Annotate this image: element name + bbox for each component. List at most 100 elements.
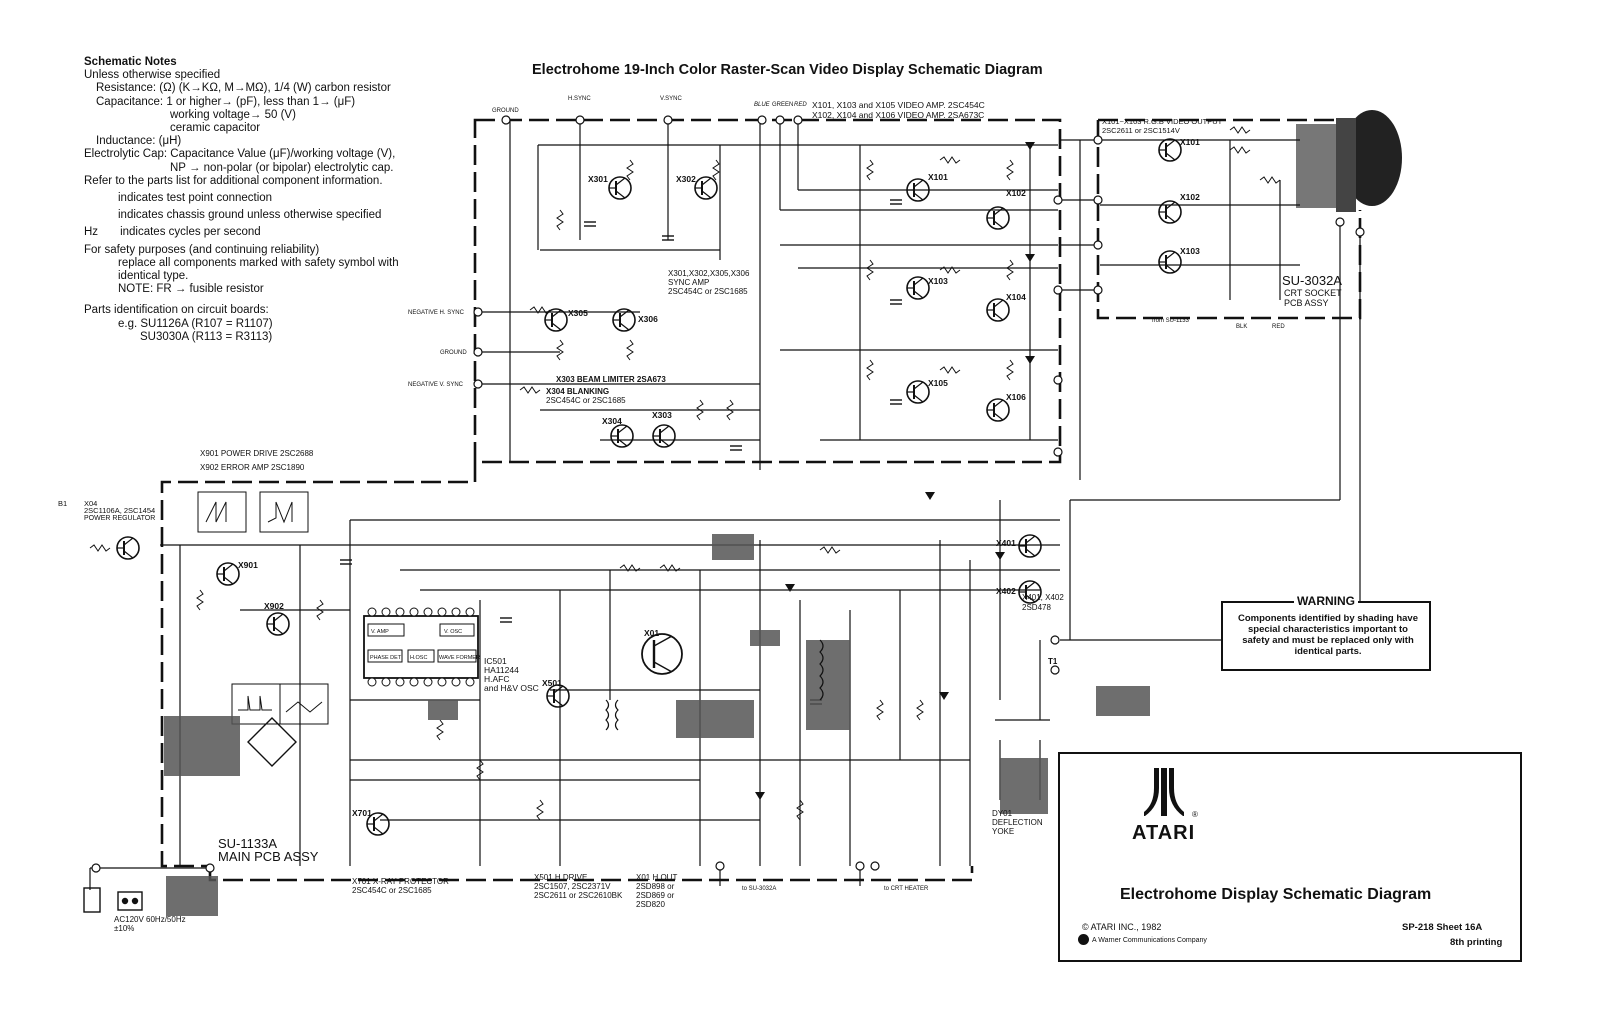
label-ic501: IC501 bbox=[484, 656, 507, 666]
ic-block-h-osc: H.OSC bbox=[410, 655, 427, 661]
atari-logo-icon bbox=[1144, 768, 1184, 816]
label-x102-out: X102 bbox=[1180, 192, 1200, 202]
waveform-boxes bbox=[197, 491, 329, 725]
registered-mark: ® bbox=[1192, 810, 1198, 819]
label-x103: X103 bbox=[928, 276, 948, 286]
label-x106: X106 bbox=[1006, 392, 1026, 402]
label-x902: X902 bbox=[264, 601, 284, 611]
transistor-x902 bbox=[266, 612, 290, 636]
diagram-title: Electrohome Display Schematic Diagram bbox=[1120, 886, 1432, 903]
resistors bbox=[89, 126, 1281, 821]
notes-line-6: Inductance: (μH) bbox=[96, 135, 182, 148]
label-ground-mid: GROUND bbox=[440, 350, 467, 356]
transistor-x303 bbox=[652, 424, 676, 448]
label-main-pcb-assy: MAIN PCB ASSY bbox=[218, 849, 319, 864]
label-hdrive-1: X501 H.DRIVE bbox=[534, 873, 587, 882]
label-red: RED bbox=[794, 102, 807, 108]
label-x701: X701 bbox=[352, 808, 372, 818]
label-sync-amp-3: 2SC454C or 2SC1685 bbox=[668, 287, 748, 296]
warning-heading: WARNING bbox=[1294, 594, 1358, 608]
label-crt-socket: CRT SOCKET bbox=[1284, 288, 1342, 298]
page-title: Electrohome 19-Inch Color Raster-Scan Vi… bbox=[532, 62, 1043, 78]
warner-company: A Warner Communications Company bbox=[1092, 937, 1207, 944]
notes-line-14: replace all components marked with safet… bbox=[118, 256, 399, 269]
label-ac-tolerance: ±10% bbox=[114, 924, 134, 933]
label-sync-amp-1: X301,X302,X305,X306 bbox=[668, 269, 750, 278]
label-x04-parts: 2SC1106A, 2SC1454 bbox=[84, 506, 155, 515]
transistor-x103 bbox=[906, 276, 930, 300]
label-red-wire: RED bbox=[1272, 324, 1285, 330]
label-x304: X304 bbox=[602, 416, 622, 426]
transistor-x101-out bbox=[1158, 138, 1182, 162]
label-hdrive-3: 2SC2611 or 2SC2610BK bbox=[534, 891, 623, 900]
label-xray-1: X701 X-RAY PROTECTOR bbox=[352, 877, 449, 886]
label-x303: X303 bbox=[652, 410, 672, 420]
label-x501: X501 bbox=[542, 678, 562, 688]
label-hout-2: 2SD898 or bbox=[636, 882, 675, 891]
label-t1: T1 bbox=[1048, 657, 1058, 666]
label-blanking-2: 2SC454C or 2SC1685 bbox=[546, 396, 626, 405]
notes-line-13: For safety purposes (and continuing reli… bbox=[84, 243, 320, 256]
label-x402: X402 bbox=[996, 586, 1016, 596]
transistor-x04 bbox=[116, 536, 140, 560]
notes-line-2: Resistance: (Ω) (K→KΩ, M→MΩ), 1/4 (W) ca… bbox=[96, 82, 391, 95]
label-blue: BLUE bbox=[754, 102, 771, 108]
label-h-sync: H.SYNC bbox=[568, 96, 591, 102]
label-x01: X01 bbox=[644, 628, 659, 638]
diodes bbox=[755, 142, 1035, 800]
ic-block-phase-det: PHASE DET bbox=[370, 655, 402, 661]
schematic-notes: Schematic Notes Unless otherwise specifi… bbox=[84, 56, 444, 344]
label-x401-x402: X401, X402 bbox=[1022, 593, 1064, 602]
transistor-x01 bbox=[641, 633, 683, 675]
label-su3032a: SU-3032A bbox=[1282, 273, 1342, 288]
label-from-su1133: from SU-1133 bbox=[1152, 318, 1190, 324]
label-blanking-1: X304 BLANKING bbox=[546, 387, 609, 396]
label-pcb-assy: PCB ASSY bbox=[1284, 298, 1329, 308]
label-hv-osc: and H&V OSC bbox=[484, 683, 539, 693]
notes-line-16: NOTE: FR → fusible resistor bbox=[118, 283, 264, 296]
transistor-x105 bbox=[906, 380, 930, 404]
transistor-x501 bbox=[546, 684, 570, 708]
left-board-edge bbox=[160, 462, 477, 868]
label-video-amp-1: X101, X103 and X105 VIDEO AMP. 2SC454C bbox=[812, 100, 985, 110]
warning-body: Components identified by shading have sp… bbox=[1238, 613, 1418, 657]
notes-heading: Schematic Notes bbox=[84, 56, 177, 68]
label-power-regulator: POWER REGULATOR bbox=[84, 515, 155, 522]
label-b1: B1 bbox=[58, 499, 67, 508]
ic-block-wave-former: WAVE FORMER bbox=[439, 655, 480, 661]
ic-block-v-amp: V. AMP bbox=[371, 629, 389, 635]
notes-line-11: indicates chassis ground unless otherwis… bbox=[118, 209, 382, 222]
label-rgb-output-1: X101~X103 R.G.B VIDEO OUTPUT bbox=[1102, 117, 1223, 126]
label-negative-h-sync: NEGATIVE H. SYNC bbox=[408, 310, 465, 316]
main-board-outline bbox=[208, 866, 974, 882]
ac-plug bbox=[83, 887, 143, 913]
transistor-x106 bbox=[986, 398, 1010, 422]
label-x901: X901 bbox=[238, 560, 258, 570]
label-power-drive: X901 POWER DRIVE 2SC2688 bbox=[200, 449, 314, 458]
label-x401: X401 bbox=[996, 538, 1016, 548]
notes-line-19: SU3030A (R113 = R3113) bbox=[140, 330, 273, 343]
label-ha11244: HA11244 bbox=[484, 665, 519, 675]
notes-line-4: working voltage→ 50 (V) bbox=[170, 108, 296, 121]
shaded-components bbox=[164, 534, 1150, 916]
transistor-x401 bbox=[1018, 534, 1042, 558]
label-negative-v-sync: NEGATIVE V. SYNC bbox=[408, 382, 464, 388]
label-to-crt-heater: to CRT HEATER bbox=[884, 886, 929, 892]
label-su1133a: SU-1133A bbox=[218, 836, 277, 851]
label-x103-out: X103 bbox=[1180, 246, 1200, 256]
sheet-number: SP-218 Sheet 16A bbox=[1402, 922, 1483, 933]
label-deflection: DEFLECTION bbox=[992, 818, 1043, 827]
label-x04: X04 bbox=[84, 499, 97, 508]
transistor-x102-out bbox=[1158, 200, 1182, 224]
transistor-x304 bbox=[610, 424, 634, 448]
notes-line-3: Capacitance: 1 or higher→ (pF), less tha… bbox=[96, 95, 356, 108]
label-yoke: YOKE bbox=[992, 827, 1014, 836]
copyright: © ATARI INC., 1982 bbox=[1082, 922, 1162, 932]
warner-logo-icon bbox=[1078, 934, 1089, 945]
notes-hz: Hz bbox=[84, 226, 99, 239]
label-2sd478: 2SD478 bbox=[1022, 603, 1051, 612]
label-hout-4: 2SD820 bbox=[636, 900, 665, 909]
label-error-amp: X902 ERROR AMP 2SC1890 bbox=[200, 463, 305, 472]
label-x302: X302 bbox=[676, 174, 696, 184]
